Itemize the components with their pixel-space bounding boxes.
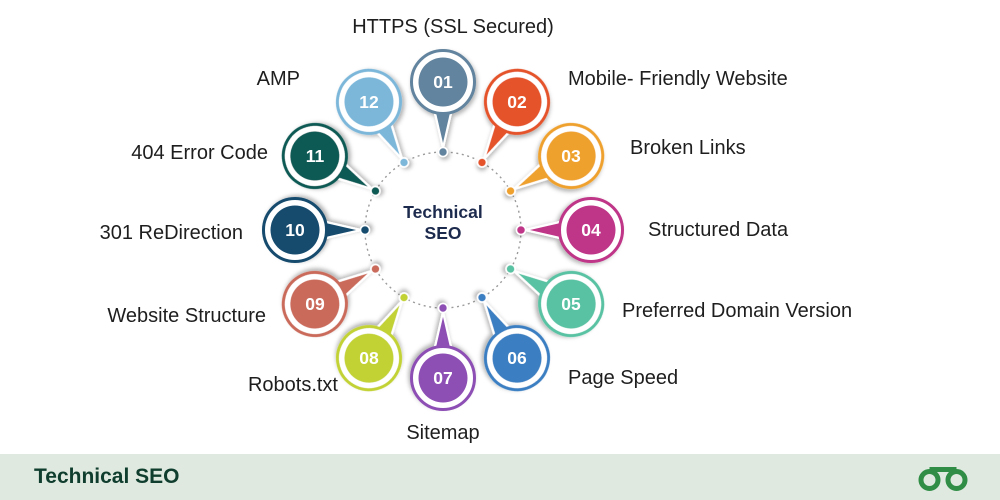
pin-dot [437,146,449,158]
footer-title: Technical SEO [34,465,180,488]
pin-disc [492,77,542,127]
pin-10-301-redirection [262,197,371,263]
center-title: Technical SEO [363,202,523,244]
label-website-structure: Website Structure [107,305,266,327]
pin-dot [505,185,516,197]
pin-disc [290,131,340,181]
pin-08-robots-txt [336,292,410,392]
pin-05-preferred-domain [505,263,605,337]
pin-disc [270,205,320,255]
pin-03-broken-links [505,123,605,197]
pin-number-06: 06 [507,348,527,368]
label-mobile-friendly-website: Mobile- Friendly Website [568,68,788,90]
label-page-speed: Page Speed [568,367,679,389]
pin-dot [515,224,527,236]
label-preferred-domain: Preferred Domain Version [622,300,853,322]
pin-02-mobile-friendly [476,68,550,168]
pin-number-12: 12 [359,92,379,112]
pin-11-404-error [281,123,381,197]
pin-number-02: 02 [507,92,527,112]
pin-09-website-structure [281,263,381,337]
pin-disc [546,279,596,329]
pin-disc [290,279,340,329]
logo-right-bar [942,467,957,472]
pin-disc [492,333,542,383]
logo-left-ring [918,469,941,491]
pin-number-11: 11 [306,146,325,166]
pin-number-10: 10 [285,220,305,240]
pin-06-page-speed [476,292,550,392]
pin-07-sitemap [410,302,476,411]
pin-dot [370,185,381,197]
pin-number-07: 07 [433,368,452,388]
pin-dot [359,224,371,236]
footer-bar: Technical SEO [0,454,1000,500]
label-https-ssl-secured: HTTPS (SSL Secured) [352,16,554,38]
pin-disc [566,205,616,255]
pin-dot [398,157,410,168]
pin-dot [476,157,488,168]
seo-wheel-diagram: 01 02 03 04 05 06 07 08 09 10 11 12 [262,49,624,411]
logo-right-ring [945,469,968,491]
pin-disc [418,57,468,107]
pin-dot [505,263,516,275]
pin-number-04: 04 [581,220,601,240]
pin-disc [344,77,394,127]
label-robots-txt: Robots.txt [247,374,338,396]
label-301-redirection: 301 ReDirection [99,222,243,244]
pin-number-05: 05 [561,294,581,314]
label-broken-links: Broken Links [630,137,746,159]
pin-dot [398,292,410,303]
pin-12-amp [336,68,410,168]
pin-number-08: 08 [359,348,379,368]
pin-dot [476,292,488,303]
geeksforgeeks-logo-icon [918,467,968,491]
center-title-line1: Technical [403,202,483,222]
label-sitemap: Sitemap [406,422,480,444]
pin-dot [437,302,449,314]
pin-dot [370,263,381,275]
pin-disc [546,131,596,181]
pin-number-09: 09 [305,294,325,314]
center-title-line2: SEO [424,223,462,243]
label-structured-data: Structured Data [648,219,789,241]
pin-number-01: 01 [433,72,453,92]
pin-disc [418,353,468,403]
pin-04-structured-data [515,197,624,263]
pin-01-https [410,49,476,158]
label-amp: AMP [256,68,300,90]
pin-number-03: 03 [561,146,581,166]
pin-disc [344,333,394,383]
logo-left-bar [929,467,944,472]
label-404-error-code: 404 Error Code [131,142,268,164]
